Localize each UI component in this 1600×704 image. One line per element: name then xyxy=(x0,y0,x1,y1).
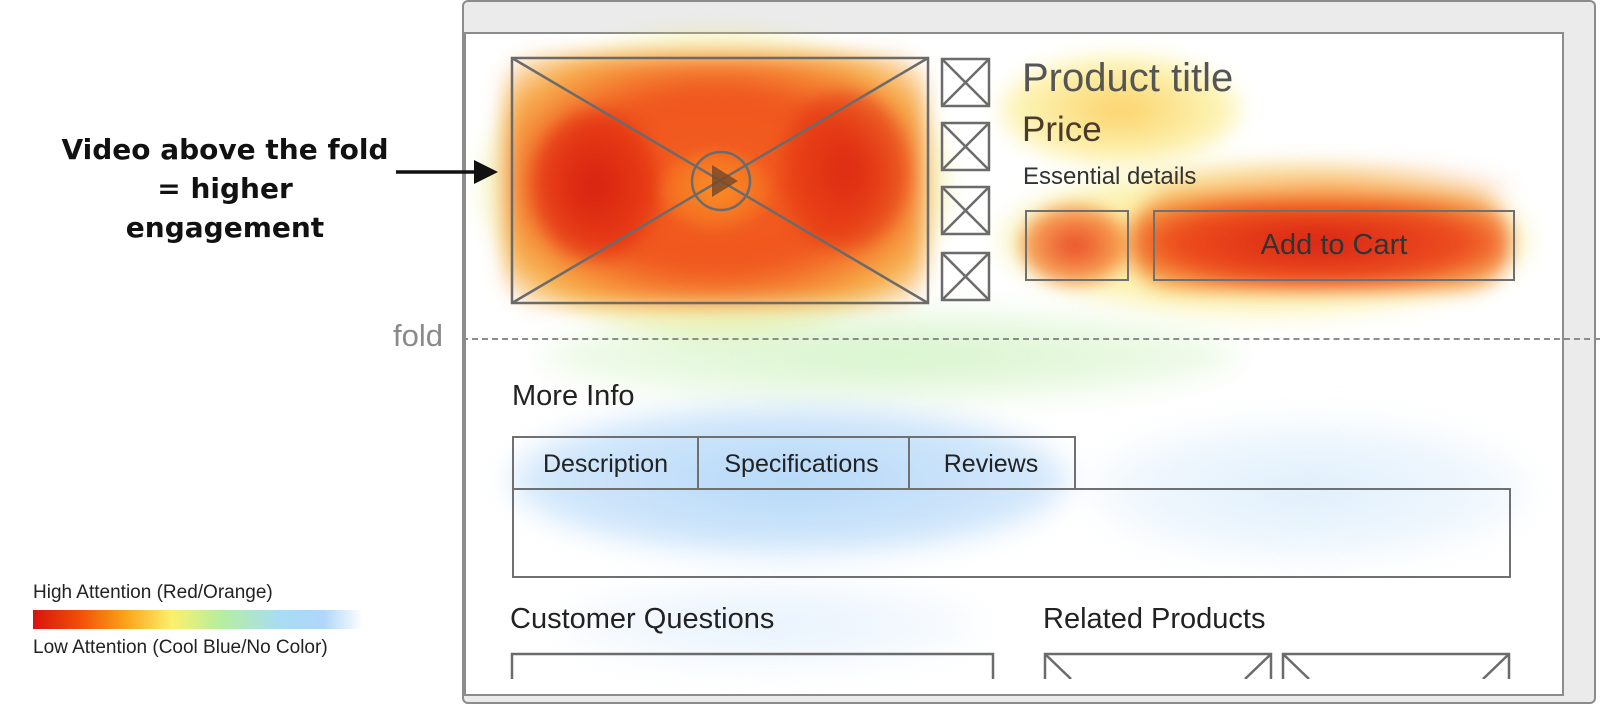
customer-questions-box xyxy=(510,652,995,679)
annotation-text: Video above the fold = higher engagement xyxy=(60,130,390,247)
fold-line xyxy=(462,338,1600,340)
tab-specifications[interactable]: Specifications xyxy=(695,436,910,490)
more-info-heading: More Info xyxy=(512,380,635,412)
fold-label: fold xyxy=(393,318,443,353)
add-to-cart-button[interactable]: Add to Cart xyxy=(1153,210,1515,281)
product-details: Essential details xyxy=(1023,163,1197,190)
image-placeholder-icon[interactable] xyxy=(940,185,992,237)
legend-low-label: Low Attention (Cool Blue/No Color) xyxy=(33,637,328,658)
tab-content-panel xyxy=(512,488,1511,578)
product-title: Product title xyxy=(1022,56,1234,100)
arrow-right-icon xyxy=(396,160,498,184)
tab-reviews[interactable]: Reviews xyxy=(908,436,1076,490)
customer-questions-heading: Customer Questions xyxy=(510,603,775,635)
image-placeholder-icon[interactable] xyxy=(940,121,992,173)
image-placeholder-icon[interactable] xyxy=(1043,652,1273,679)
image-placeholder-icon[interactable] xyxy=(1281,652,1511,679)
image-placeholder-icon[interactable] xyxy=(940,251,992,303)
quantity-box[interactable] xyxy=(1025,210,1129,281)
annotation-line-1: Video above the fold xyxy=(61,133,389,166)
product-price: Price xyxy=(1022,110,1102,149)
annotation-line-2: = higher engagement xyxy=(125,172,325,244)
tab-description[interactable]: Description xyxy=(512,436,699,490)
legend-color-bar xyxy=(33,610,363,629)
image-placeholder-icon[interactable] xyxy=(940,57,992,109)
play-icon[interactable] xyxy=(690,150,752,212)
legend-high-label: High Attention (Red/Orange) xyxy=(33,582,273,603)
related-products-heading: Related Products xyxy=(1043,603,1266,635)
